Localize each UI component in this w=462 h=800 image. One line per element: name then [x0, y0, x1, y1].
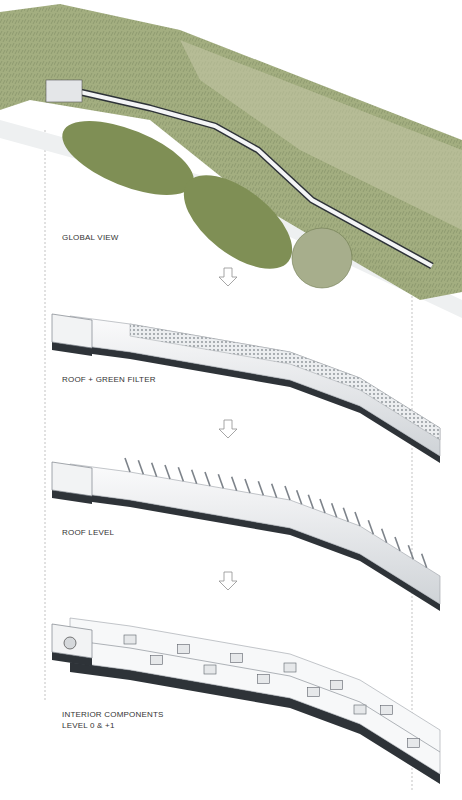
roof-fin — [165, 465, 170, 479]
roof-level-layer — [52, 458, 440, 611]
roof-fin — [343, 508, 348, 522]
roof-fin — [245, 479, 250, 493]
roof-fin — [125, 458, 130, 472]
roof-fin — [152, 463, 157, 477]
roof-fin — [355, 512, 360, 526]
building-block — [46, 80, 82, 102]
layer-label: INTERIOR COMPONENTS LEVEL 0 & +1 — [62, 709, 174, 731]
roof-fin — [178, 467, 183, 481]
roof-surface — [70, 464, 440, 604]
interior-room — [124, 635, 136, 644]
interior-room — [177, 644, 189, 653]
layer-label: ROOF LEVEL — [62, 527, 202, 538]
interior-room — [231, 654, 243, 663]
roof-fin — [192, 470, 197, 484]
block-top — [52, 314, 92, 348]
layer-label: GLOBAL VIEW — [62, 232, 202, 243]
roof-fin — [218, 474, 223, 488]
roof-fin — [285, 486, 290, 500]
roof-fin — [232, 477, 237, 491]
building-strip — [80, 92, 432, 266]
interior-layer — [52, 618, 440, 784]
roof-surface — [70, 618, 440, 774]
roof-fin — [332, 503, 337, 517]
interior-room — [381, 706, 393, 715]
roof-green-filter-layer — [52, 314, 440, 463]
interior-room — [151, 656, 163, 665]
roof-fin — [395, 537, 400, 551]
down-arrow — [219, 420, 237, 438]
interior-corridor — [70, 640, 440, 752]
block-top — [52, 462, 92, 496]
roof-fin — [408, 545, 413, 559]
interior-room — [204, 665, 216, 674]
interior-room — [307, 688, 319, 697]
roof-fin — [138, 460, 143, 474]
green-filter — [130, 324, 440, 440]
interior-room — [284, 663, 296, 672]
block-top — [52, 624, 92, 658]
interior-room — [407, 738, 419, 747]
roof-fin — [258, 481, 263, 495]
down-arrow — [219, 268, 237, 286]
projection-line — [45, 130, 46, 700]
roof-surface — [70, 316, 440, 456]
building-strip-edge — [80, 92, 432, 266]
site-plan — [0, 4, 462, 318]
roof-fin — [382, 529, 387, 543]
lawn — [53, 106, 204, 210]
layer-label: ROOF + GREEN FILTER — [62, 374, 202, 385]
down-arrow — [219, 572, 237, 590]
interior-room — [257, 674, 269, 683]
roof-fin — [297, 490, 302, 504]
roof-fin — [422, 554, 427, 568]
grass-band — [0, 4, 462, 300]
interior-core — [64, 637, 76, 649]
roof-fin — [308, 495, 313, 509]
interior-room — [354, 705, 366, 714]
roof-fin — [368, 520, 373, 534]
interior-room — [331, 680, 343, 689]
roof-fin — [320, 499, 325, 513]
shrubs — [292, 228, 352, 288]
roof-fin — [205, 472, 210, 486]
roof-fin — [272, 484, 277, 498]
